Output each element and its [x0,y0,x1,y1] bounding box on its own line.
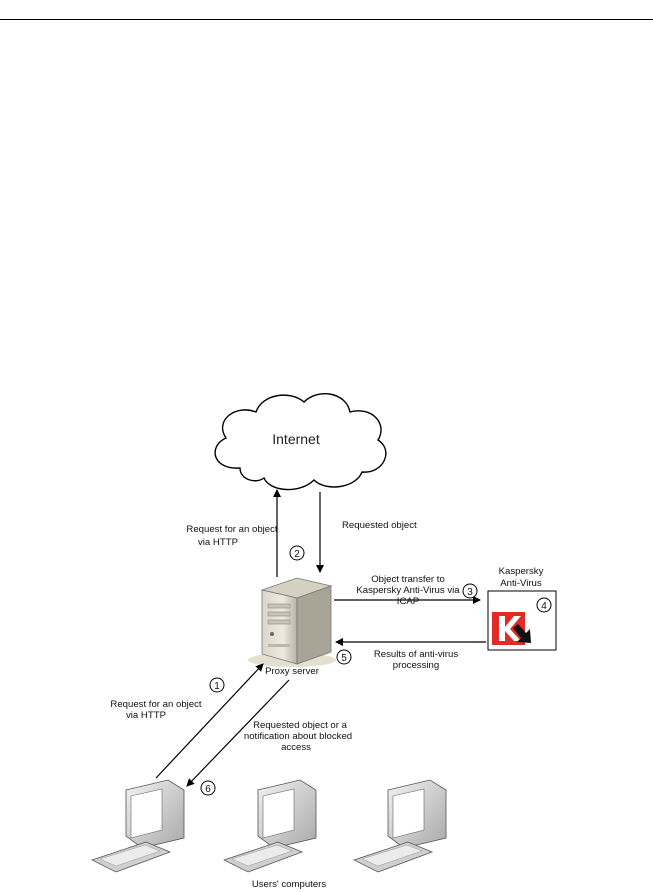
step-2-badge [289,545,305,561]
step-5-text-line2: processing [393,660,439,671]
proxy-server-icon [248,577,336,667]
arrow-user-to-proxy [155,663,264,779]
step-6-text-line1: Requested object or a [253,720,348,731]
step-1-number: 1 [214,681,220,692]
kaspersky-title-line2: Anti-Virus [500,578,542,589]
step-1-text-line1: Request for an object [110,699,202,710]
step-3-badge [462,583,478,599]
step-3-number: 3 [467,587,473,598]
step-4-badge [536,597,552,613]
step-1-badge [209,677,225,693]
step-3-text-line2: Kaspersky Anti-Virus via [356,585,460,596]
step-4-number: 4 [541,601,547,612]
step-3-text-line3: ICAP [397,596,419,607]
step-5-text-line1: Results of anti-virus [374,649,458,660]
kaspersky-title-line1: Kaspersky [499,566,544,577]
step-3-text-line1: Object transfer to [371,574,445,585]
requested-object-label: Requested object [342,520,417,531]
internet-cloud [214,393,387,491]
arrow-proxy-to-user [186,679,290,787]
user-computer-1-icon [90,779,185,873]
step-6-number: 6 [205,784,211,795]
page-top-rule [0,19,653,20]
step-1-text-line2: via HTTP [126,710,166,721]
step-5-number: 5 [341,653,347,664]
step-2-text-line2: via HTTP [198,537,238,548]
users-computers-label: Users' computers [252,879,327,890]
kaspersky-logo-icon [492,612,531,645]
step-6-badge [200,780,216,796]
step-5-badge [336,649,352,665]
internet-label: Internet [272,431,320,447]
user-computer-3-icon [352,779,447,873]
step-2-text-line1: Request for an object [186,524,278,535]
step-2-number: 2 [294,549,300,560]
user-computer-2-icon [222,779,317,873]
step-6-text-line3: access [281,742,311,753]
step-6-text-line2: notification about blocked [244,731,352,742]
proxy-server-label: Proxy server [265,666,320,677]
